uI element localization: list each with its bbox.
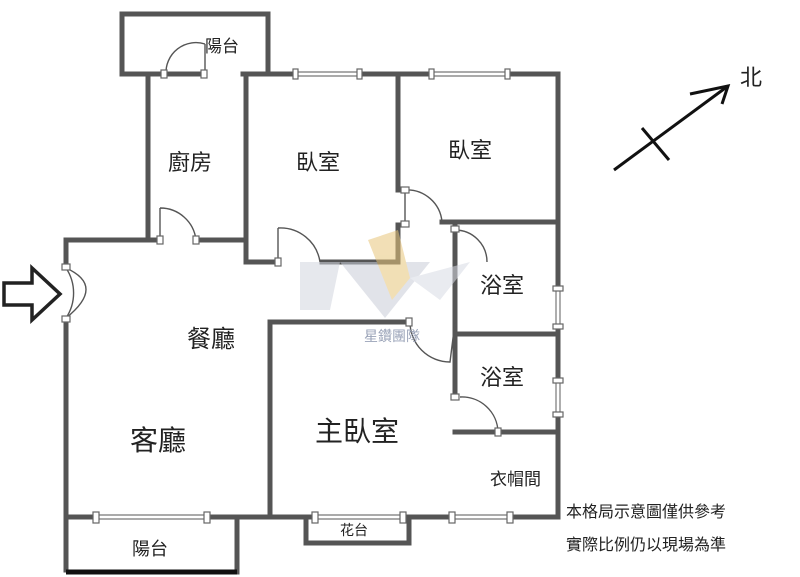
arrow-right-outline-icon [2, 263, 63, 325]
bottom-balcony-outline [66, 514, 240, 575]
company-watermark-logo [300, 230, 470, 318]
room-label-planter: 花台 [340, 523, 368, 539]
room-label-master-bedroom: 主臥室 [315, 415, 399, 448]
room-label-bath-1: 浴室 [480, 274, 524, 299]
room-label-dining: 餐廳 [187, 325, 235, 353]
room-label-bedroom-2: 臥室 [448, 139, 492, 164]
windows [92, 68, 564, 524]
north-compass-icon [613, 83, 731, 172]
room-label-living: 客廳 [130, 424, 186, 457]
room-label-bedroom-1: 臥室 [296, 151, 340, 176]
disclaimer-line-1: 本格局示意圖僅供參考 [566, 502, 726, 521]
doors [61, 41, 502, 437]
top-balcony-outline [119, 11, 271, 77]
watermark-text: 星鑽團隊 [364, 329, 420, 345]
disclaimer-line-2: 實際比例仍以現場為準 [566, 535, 726, 554]
room-label-kitchen: 廚房 [168, 151, 212, 176]
room-label-closet: 衣帽間 [490, 470, 541, 490]
room-label-balcony-top: 陽台 [205, 37, 239, 57]
room-label-bath-2: 浴室 [480, 366, 524, 391]
room-label-balcony-bottom: 陽台 [132, 539, 168, 560]
north-label: 北 [740, 66, 762, 91]
